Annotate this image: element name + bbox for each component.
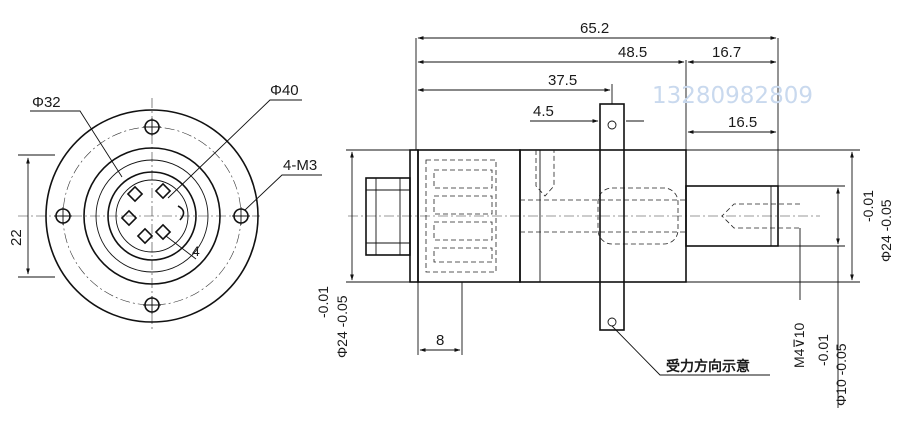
side-view: 65.2 48.5 16.7 37.5 4.5 16.5 8 -0.01 Φ24… bbox=[315, 20, 894, 408]
body-circle-mid bbox=[95, 159, 209, 273]
shaft-thread-hole bbox=[721, 203, 800, 229]
leader-d40 bbox=[167, 99, 302, 199]
tapped-hole bbox=[535, 150, 555, 197]
leader-holes bbox=[244, 174, 322, 211]
label-d24-left: Φ24 -0.05 bbox=[334, 295, 350, 358]
label-d24-right: Φ24 -0.05 bbox=[878, 199, 894, 262]
connector-key bbox=[177, 205, 185, 221]
front-view: Φ32 Φ40 4-M3 4 22 bbox=[8, 82, 322, 332]
leader-d32 bbox=[30, 110, 123, 178]
label-d24-right-tol: -0.01 bbox=[860, 190, 876, 222]
connector-pin-2 bbox=[154, 182, 172, 200]
connector-pin-3 bbox=[120, 209, 138, 227]
mounting-holes bbox=[54, 118, 250, 314]
force-direction-note: 受力方向示意 bbox=[666, 358, 750, 374]
output-shaft bbox=[685, 185, 779, 247]
label-4-5: 4.5 bbox=[533, 103, 554, 120]
label-thread: M4⊽10 bbox=[791, 323, 807, 368]
flange-outer-circle bbox=[45, 109, 259, 323]
connector-pin-5 bbox=[154, 223, 172, 241]
label-37-5: 37.5 bbox=[548, 72, 577, 89]
flange-hole-bottom bbox=[607, 317, 617, 327]
label-48-5: 48.5 bbox=[618, 44, 647, 61]
label-65-2: 65.2 bbox=[580, 20, 609, 37]
label-22: 22 bbox=[8, 229, 25, 246]
label-d40: Φ40 bbox=[270, 82, 299, 99]
leader-pin bbox=[165, 235, 197, 260]
connector-insert-circle bbox=[115, 179, 189, 253]
label-holes: 4-M3 bbox=[283, 157, 317, 174]
bearing-outline bbox=[597, 187, 679, 245]
label-8: 8 bbox=[436, 332, 444, 349]
leader-force-direction bbox=[611, 325, 770, 376]
label-d32: Φ32 bbox=[32, 94, 61, 111]
flange-hole-top bbox=[607, 120, 617, 130]
connector-pin-1 bbox=[126, 185, 144, 203]
rear-internal-outline bbox=[425, 159, 497, 273]
watermark-phone: 13280982809 bbox=[652, 83, 813, 109]
label-16-5: 16.5 bbox=[728, 114, 757, 131]
connector-pin-4 bbox=[136, 227, 154, 245]
connector-pins bbox=[120, 182, 185, 245]
connector-circle bbox=[107, 171, 197, 261]
label-d24-left-tol: -0.01 bbox=[315, 286, 331, 318]
label-d10: Φ10 -0.05 bbox=[833, 343, 849, 406]
label-d10-tol: -0.01 bbox=[815, 334, 831, 366]
body-circle-outer bbox=[83, 147, 221, 285]
label-16-7: 16.7 bbox=[712, 44, 741, 61]
side-flange bbox=[599, 103, 625, 331]
label-pin-count: 4 bbox=[192, 243, 200, 259]
